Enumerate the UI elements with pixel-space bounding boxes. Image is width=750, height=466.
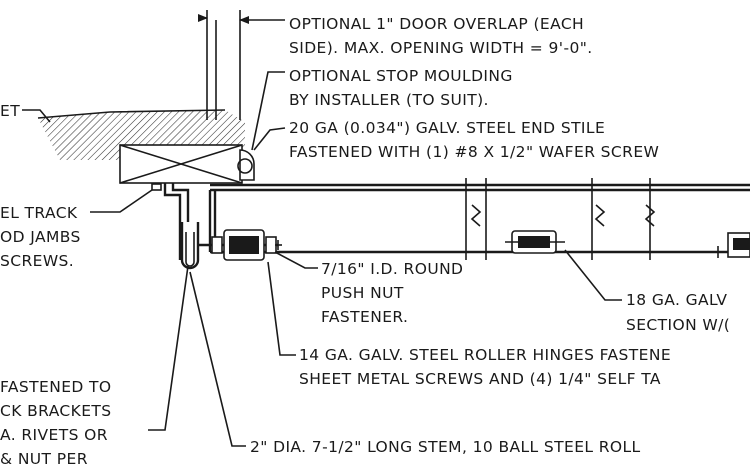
note-fastened-line1: FASTENED TO [0, 378, 112, 396]
note-stop-line2: BY INSTALLER (TO SUIT). [289, 91, 489, 109]
door-panel [208, 178, 750, 260]
note-roller-hinge-line2: SHEET METAL SCREWS AND (4) 1/4" SELF TA [299, 370, 661, 388]
stop-moulding [237, 149, 255, 181]
roller-hinge-right [714, 232, 750, 258]
note-stile-line2: FASTENED WITH (1) #8 X 1/2" WAFER SCREW [289, 143, 659, 161]
note-pushnut-line2: PUSH NUT [321, 284, 404, 302]
note-stop-line1: OPTIONAL STOP MOULDING [289, 67, 513, 85]
note-galv-line2: SECTION W/( [626, 316, 730, 334]
roller-hinge-middle [505, 230, 565, 254]
note-left-line2: EL TRACK [0, 204, 78, 222]
note-galv-line1: 18 GA. GALV [626, 291, 727, 309]
note-stem-line1: 2" DIA. 7-1/2" LONG STEM, 10 BALL STEEL … [250, 438, 641, 456]
note-pushnut-line3: FASTENER. [321, 308, 408, 326]
wood-jamb [119, 144, 243, 184]
note-left-line4: SCREWS. [0, 252, 74, 270]
note-roller-hinge-line1: 14 GA. GALV. STEEL ROLLER HINGES FASTENE [299, 346, 671, 364]
overlap-dimension [198, 10, 285, 120]
note-fastened-line3: A. RIVETS OR [0, 426, 108, 444]
leader-lines [22, 71, 622, 447]
note-left-line1: ET [0, 102, 20, 120]
note-left-line3: OD JAMBS [0, 228, 81, 246]
roller-hinge-main [198, 229, 282, 261]
annotation-text: OPTIONAL 1" DOOR OVERLAP (EACH SIDE). MA… [0, 15, 730, 466]
note-overlap-line2: SIDE). MAX. OPENING WIDTH = 9'-0". [289, 39, 593, 57]
steel-track [151, 183, 200, 270]
note-pushnut-line1: 7/16" I.D. ROUND [321, 260, 463, 278]
note-overlap-line1: OPTIONAL 1" DOOR OVERLAP (EACH [289, 15, 584, 33]
note-stile-line1: 20 GA (0.034") GALV. STEEL END STILE [289, 119, 605, 137]
note-fastened-line2: CK BRACKETS [0, 402, 112, 420]
note-fastened-line4: & NUT PER [0, 450, 88, 466]
